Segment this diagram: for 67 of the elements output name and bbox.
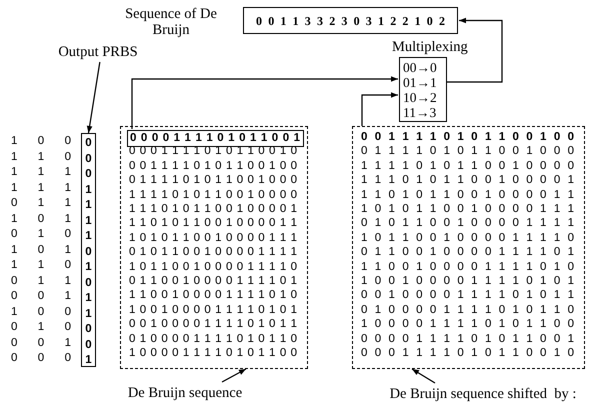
bit-row: 1 1 0 1 0 1 1 0 0 1 0 0 0 0 1 1: [129, 217, 297, 230]
register-bits: 1 0 1: [11, 244, 71, 256]
caption-text: Multiplexing: [392, 39, 468, 56]
register-bits: 1 1 0: [11, 150, 71, 164]
matrix-panel: [352, 126, 585, 369]
arrow: [222, 368, 246, 383]
bit-row: 1 1 0 0 1 0 0 0 0 1 1 1 1 0 1 0: [361, 260, 574, 274]
bit-row: 1 1 0 0 1 0 0 0 0 1 1 1 1 0 1 0: [129, 289, 297, 302]
register-bits: 1 1 1: [11, 182, 71, 194]
register-bits: 0 1 1: [11, 274, 71, 288]
register-bits: 1 0 1: [11, 212, 71, 226]
bit-row: 1 0 0 0 0 1 1 1 1 0 1 0 1 1 0 0: [129, 347, 297, 360]
bit-row: 0 1 0 1 1 0 0 1 0 0 0 0 1 1 1 1: [129, 246, 297, 260]
label-text: Sequence of De Bruijn: [124, 6, 218, 38]
register-bits: 0 0 1: [11, 290, 71, 303]
bit-row: 1 0 1 0 1 1 0 0 1 0 0 0 0 1 1 1: [129, 232, 297, 245]
mapping-text: 10→2: [403, 90, 437, 105]
sequence-box: [243, 7, 458, 34]
bit-row: 1 1 1 1 0 1 0 1 1 0 0 1 0 0 0 0: [361, 160, 574, 173]
bit-column: 0 0 0 1 1 1 1 0 1 0 1 1 0 0 1: [82, 136, 95, 368]
arrow: [361, 92, 398, 126]
bit-row: 1 0 0 1 0 0 0 0 1 1 1 1 0 1 0 1: [361, 275, 574, 288]
bit-row: 0 1 1 1 1 0 1 0 1 1 0 0 1 0 0 0: [361, 145, 574, 158]
bit-row: 0 0 0 1 1 1 1 0 1 0 1 1 0 0 1 0: [361, 347, 574, 360]
bit-row: 1 0 1 1 0 0 1 0 0 0 0 1 1 1 1 0: [129, 260, 297, 274]
bit-row: 0 0 1 1 1 1 0 1 0 1 1 0 0 1 0 0: [129, 160, 297, 173]
register-bits: 0 1 1: [11, 197, 71, 210]
bit-row: 1 0 1 1 0 0 1 0 0 0 0 1 1 1 1 0: [361, 232, 574, 245]
bit-row: 0 1 1 0 0 1 0 0 0 0 1 1 1 1 0 1: [129, 275, 297, 288]
matrix-panel: [120, 126, 308, 369]
bit-row: 0 0 0 0 1 1 1 1 0 1 0 1 1 0 0 1: [361, 332, 574, 346]
bit-row: 0 0 1 0 0 0 0 1 1 1 1 0 1 0 1 1: [361, 289, 574, 302]
register-bits: 0 1 0: [11, 228, 71, 241]
caption-text: De Bruijn sequence shifted by :: [383, 386, 583, 405]
bit-row: 0 0 1 1 1 1 0 1 0 1 1 0 0 1 0 0: [361, 131, 574, 144]
mapping-text: 00→0: [403, 60, 437, 75]
bit-row: 0 0 1 0 0 0 0 1 1 1 1 0 1 0 1 1: [129, 318, 297, 332]
register-bits: 1 1 1: [11, 166, 71, 179]
register-bits: 0 0 1: [11, 336, 71, 350]
register-bits: 1 0 0: [11, 306, 71, 318]
bit-row: 0 1 0 1 1 0 0 1 0 0 0 0 1 1 1 1: [361, 217, 574, 230]
arrow: [412, 368, 436, 384]
bit-row: 0 1 0 0 0 0 1 1 1 1 0 1 0 1 1 0: [129, 332, 297, 346]
bit-row: 1 0 1 0 1 1 0 0 1 0 0 0 0 1 1 1: [361, 203, 574, 216]
bit-row: 0 1 1 0 0 1 0 0 0 0 1 1 1 1 0 1: [361, 246, 574, 260]
bit-row: 1 1 1 0 1 0 1 1 0 0 1 0 0 0 0 1: [129, 203, 297, 216]
register-bits: 1 1 0: [11, 259, 71, 272]
register-bits: 0 1 0: [11, 321, 71, 334]
mapping-text: 11→3: [403, 105, 436, 120]
bit-row: 0 0 0 0 1 1 1 1 0 1 0 1 1 0 0 1: [130, 132, 300, 145]
bit-row: 1 0 0 1 0 0 0 0 1 1 1 1 0 1 0 1: [129, 304, 297, 317]
bit-row: 1 1 1 0 1 0 1 1 0 0 1 0 0 0 0 1: [361, 174, 574, 188]
first-row-box: [127, 130, 304, 147]
caption-text: Output PRBS: [52, 44, 144, 62]
bit-row: 0 1 1 1 1 0 1 0 1 1 0 0 1 0 0 0: [129, 174, 297, 188]
mapping-text: 01→1: [403, 75, 437, 90]
arrow: [447, 18, 503, 83]
arrow: [86, 62, 100, 134]
register-bits: 1 0 0: [11, 135, 71, 148]
bit-row: 0 1 0 0 0 0 1 1 1 1 0 1 0 1 1 0: [361, 304, 574, 317]
bit-row: 1 1 0 1 0 1 1 0 0 1 0 0 0 0 1 1: [361, 188, 574, 202]
bit-row: 1 0 0 0 0 1 1 1 1 0 1 0 1 1 0 0: [361, 318, 574, 332]
register-bits: 0 0 0: [11, 352, 71, 365]
caption-text: De Bruijn sequence: [122, 385, 248, 404]
sequence-digits: 0 0 1 1 3 3 2 3 0 3 1 2 2 1 0 2: [256, 14, 445, 28]
bit-row: 1 1 1 1 0 1 0 1 1 0 0 1 0 0 0 0: [129, 188, 297, 202]
arrow: [131, 76, 398, 129]
